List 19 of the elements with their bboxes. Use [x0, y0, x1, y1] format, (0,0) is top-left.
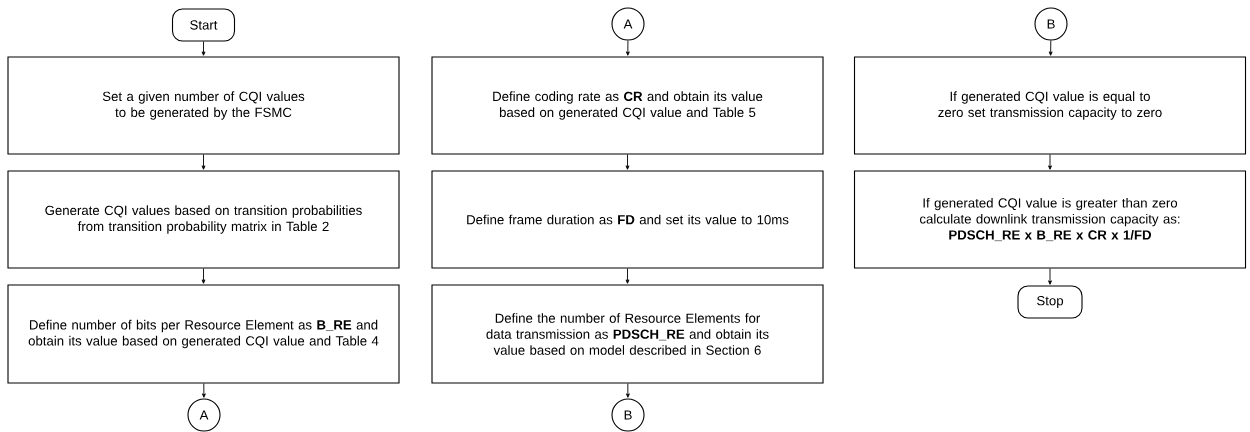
arrow: [625, 40, 630, 56]
arrow: [625, 154, 630, 170]
arrow: [1048, 268, 1052, 285]
process-box: If generated CQI value is equal to zero set transmission capacity to zero: [853, 56, 1247, 155]
arrow: [201, 41, 206, 56]
arrow: [201, 154, 206, 170]
process-box: Define the number of Resource Elements for data transmission as PDSCH_RE and obtain its value based on model described in Section 6: [431, 284, 824, 384]
process-box: Set a given number of CQI values to be generated by the FSMC: [7, 56, 400, 155]
arrow: [625, 268, 630, 284]
arrow: [1048, 154, 1052, 170]
process-box: Generate CQI values based on transition probabilities from transition probability matrix in Table 2: [7, 170, 400, 269]
process-box: Define frame duration as FD and set its value to 10ms: [431, 170, 824, 269]
arrow: [625, 383, 630, 398]
process-box: Define coding rate as CR and obtain its value based on generated CQI value and Table 5: [431, 56, 824, 155]
process-box: If generated CQI value is greater than zero calculate downlink transmission capacity as: PDSCH_RE x B_RE x CR x 1/FD: [853, 170, 1247, 269]
arrow: [1048, 40, 1053, 56]
arrow: [201, 383, 206, 398]
arrow: [201, 268, 206, 284]
process-box: Define number of bits per Resource Element as B_RE and obtain its value based on generated CQI value and Table 4: [7, 284, 400, 384]
